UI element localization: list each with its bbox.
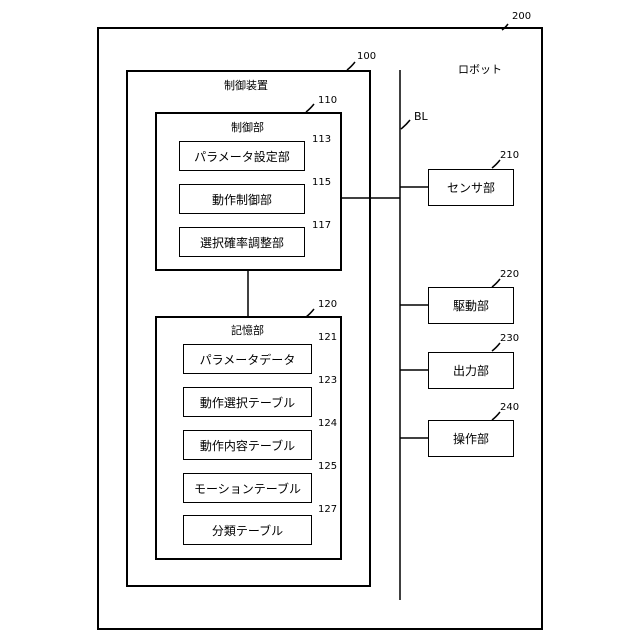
motion-select-table-label: 動作選択テーブル (200, 394, 295, 411)
motion-control-ref: 115 (312, 177, 331, 189)
motion-select-table-ref: 123 (318, 375, 337, 387)
sensor-box: センサ部 (428, 169, 514, 206)
param-data-ref: 121 (318, 332, 337, 344)
drive-label: 駆動部 (453, 297, 489, 314)
drive-box: 駆動部 (428, 287, 514, 324)
controller-ref: 100 (357, 51, 376, 63)
sensor-ref: 210 (500, 150, 519, 162)
output-label: 出力部 (453, 362, 489, 379)
storage-ref: 120 (318, 299, 337, 311)
motion-control-label: 動作制御部 (212, 191, 272, 208)
sensor-label: センサ部 (447, 179, 495, 196)
operation-box: 操作部 (428, 420, 514, 457)
control-unit-ref: 110 (318, 95, 337, 107)
prob-adjust-ref: 117 (312, 220, 331, 232)
control-unit-label: 制御部 (231, 121, 264, 135)
param-data-box: パラメータデータ (183, 344, 312, 374)
motion-table-label: モーションテーブル (194, 480, 301, 497)
bus-label: BL (414, 110, 428, 124)
param-data-label: パラメータデータ (200, 351, 296, 368)
motion-table-box: モーションテーブル (183, 473, 312, 503)
class-table-box: 分類テーブル (183, 515, 312, 545)
robot-label: ロボット (458, 63, 502, 77)
operation-label: 操作部 (453, 430, 489, 447)
output-ref: 230 (500, 333, 519, 345)
drive-ref: 220 (500, 269, 519, 281)
motion-content-table-ref: 124 (318, 418, 337, 430)
motion-select-table-box: 動作選択テーブル (183, 387, 312, 417)
motion-control-box: 動作制御部 (179, 184, 305, 214)
operation-ref: 240 (500, 402, 519, 414)
class-table-label: 分類テーブル (212, 522, 283, 539)
output-box: 出力部 (428, 352, 514, 389)
robot-ref: 200 (512, 11, 531, 23)
param-setting-label: パラメータ設定部 (194, 148, 290, 165)
prob-adjust-box: 選択確率調整部 (179, 227, 305, 257)
class-table-ref: 127 (318, 504, 337, 516)
param-setting-box: パラメータ設定部 (179, 141, 305, 171)
prob-adjust-label: 選択確率調整部 (200, 234, 284, 251)
controller-label: 制御装置 (224, 79, 268, 93)
motion-content-table-label: 動作内容テーブル (200, 437, 295, 454)
motion-table-ref: 125 (318, 461, 337, 473)
param-setting-ref: 113 (312, 134, 331, 146)
storage-label: 記憶部 (231, 324, 264, 338)
motion-content-table-box: 動作内容テーブル (183, 430, 312, 460)
